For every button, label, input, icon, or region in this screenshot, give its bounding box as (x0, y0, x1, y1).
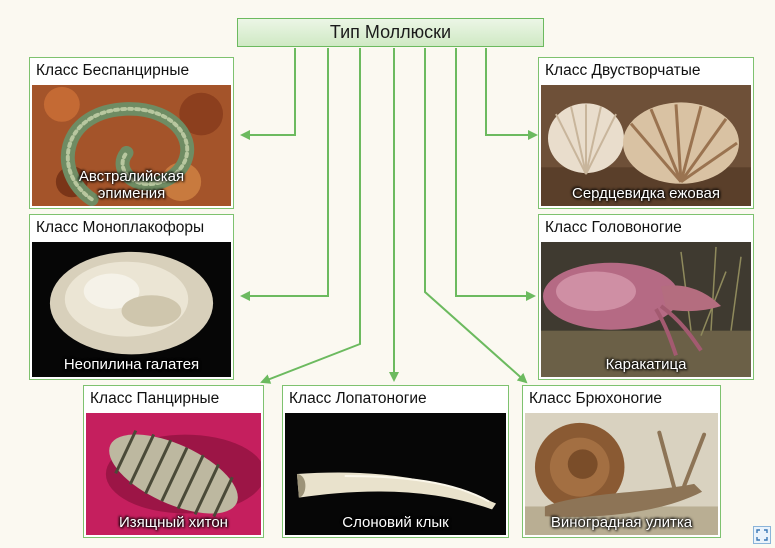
expand-button[interactable] (753, 526, 771, 544)
edge-gastropoda (425, 48, 526, 382)
class-card-scaphopoda: Класс Лопатоногие Слоновий клык (282, 385, 509, 538)
specimen-caption: Слоновий клык (285, 514, 506, 531)
class-card-monoplacophora: Класс Моноплакофоры Неопилина галатея (29, 214, 234, 380)
class-label: Класс Двустворчатые (539, 58, 753, 84)
class-card-gastropoda: Класс Брюхоногие Виноградная улитка (522, 385, 721, 538)
class-label: Класс Брюхоногие (523, 386, 720, 412)
root-node-box: Тип Моллюски (237, 18, 544, 47)
expand-icon (756, 529, 768, 541)
class-card-aplacophora: Класс Беспанцирные Австралийская эпимени… (29, 57, 234, 209)
root-node-label: Тип Моллюски (330, 22, 451, 43)
specimen-caption: Виноградная улитка (525, 514, 718, 531)
specimen-caption: Сердцевидка ежовая (541, 185, 751, 202)
edge-aplacophora (242, 48, 295, 135)
specimen-caption: Каракатица (541, 356, 751, 373)
class-label: Класс Моноплакофоры (30, 215, 233, 241)
edge-bivalvia (486, 48, 536, 135)
specimen-photo: Изящный хитон (86, 413, 261, 535)
class-card-bivalvia: Класс Двустворчатые Сердцевидка ежова (538, 57, 754, 209)
specimen-photo: Австралийская эпимения (32, 85, 231, 206)
edge-monoplacophora (242, 48, 328, 296)
class-label: Класс Головоногие (539, 215, 753, 241)
specimen-photo: Слоновий клык (285, 413, 506, 535)
class-label: Класс Лопатоногие (283, 386, 508, 412)
edge-polyplacophora (262, 48, 360, 382)
class-label: Класс Панцирные (84, 386, 263, 412)
specimen-photo: Каракатица (541, 242, 751, 377)
class-card-cephalopoda: Класс Головоногие Каракатица (538, 214, 754, 380)
specimen-caption: Изящный хитон (86, 514, 261, 531)
specimen-caption: Неопилина галатея (32, 356, 231, 373)
specimen-caption: Австралийская эпимения (67, 168, 197, 202)
edge-cephalopoda (456, 48, 534, 296)
specimen-photo: Неопилина галатея (32, 242, 231, 377)
specimen-photo: Сердцевидка ежовая (541, 85, 751, 206)
class-label: Класс Беспанцирные (30, 58, 233, 84)
class-card-polyplacophora: Класс Панцирные Изящный хитон (83, 385, 264, 538)
specimen-photo: Виноградная улитка (525, 413, 718, 535)
